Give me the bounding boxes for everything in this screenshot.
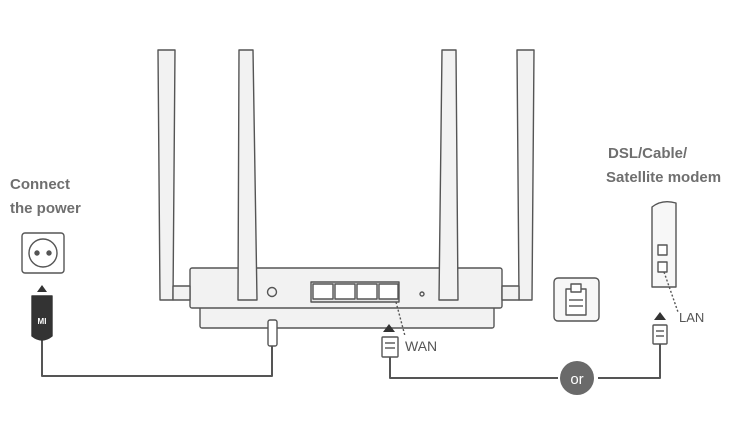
modem [651, 200, 677, 288]
connect-power-label-line2: the power [10, 200, 81, 217]
router [157, 49, 535, 329]
antenna-hinge-left [172, 285, 191, 301]
lan-port-1 [312, 283, 334, 300]
antenna-far-right [516, 49, 535, 301]
antenna-inner-left [237, 49, 258, 301]
lan-port-2 [334, 283, 356, 300]
lan-label: LAN [679, 310, 705, 325]
modem-label-line2: Satellite modem [606, 169, 722, 186]
wan-connector-arrow [383, 324, 395, 332]
wan-label: WAN [405, 338, 438, 354]
power-adapter [31, 295, 53, 341]
modem-label-line1: DSL/Cable/ [608, 145, 688, 162]
or-label: or [570, 371, 583, 388]
antenna-inner-right [438, 49, 459, 301]
lan-port-3 [356, 283, 378, 300]
adapter-plug-arrow [37, 285, 47, 292]
lan-connector-arrow [654, 312, 666, 320]
power-cable [41, 340, 273, 377]
wan-port [378, 283, 399, 300]
power-outlet-icon [21, 232, 65, 274]
or-badge [560, 361, 594, 395]
wall-ethernet-socket-icon [553, 277, 600, 322]
antenna-far-left [157, 49, 176, 301]
router-base [199, 305, 495, 329]
lan-cable [598, 344, 661, 379]
router-power-plug [267, 319, 278, 347]
wan-pointer-line [395, 301, 406, 337]
connect-power-label-line1: Connect [10, 176, 70, 193]
antenna-hinge-right [501, 285, 520, 301]
adapter-logo: MI [38, 317, 47, 326]
power-jack [266, 286, 278, 298]
modem-port-upper [657, 244, 668, 256]
lan-pointer-line [663, 271, 679, 313]
modem-port-lower [657, 261, 668, 273]
wan-ethernet-plug [381, 336, 399, 358]
lan-ethernet-plug [652, 324, 668, 345]
wan-cable [389, 356, 558, 379]
reset-button [419, 291, 425, 297]
